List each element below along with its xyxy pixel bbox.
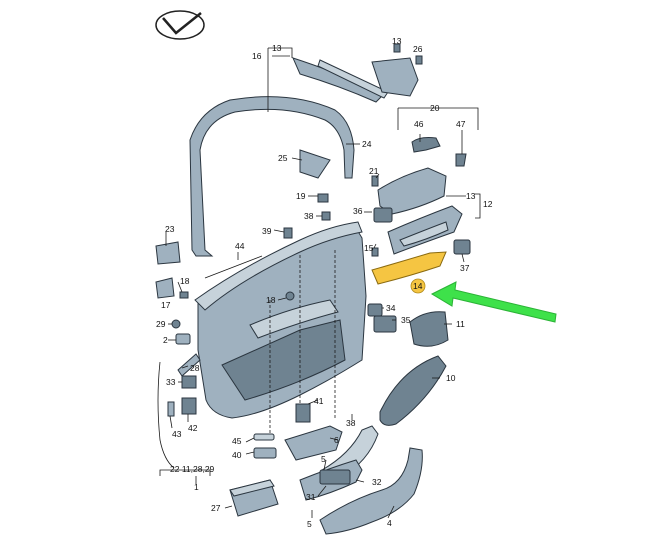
switch-bezel	[399, 221, 449, 247]
label-43: 43	[172, 429, 182, 439]
label-16: 16	[252, 51, 262, 61]
label-33: 33	[166, 377, 176, 387]
label-13-right: 13	[466, 191, 476, 201]
screw-26	[415, 55, 423, 65]
switch-33	[181, 375, 197, 389]
label-20: 20	[430, 103, 440, 113]
strip-43	[167, 401, 175, 417]
label-47: 47	[456, 119, 466, 129]
mirror-bracket	[371, 57, 419, 97]
screw-13-top	[393, 43, 401, 53]
label-36: 36	[353, 206, 363, 216]
label-5: 5	[321, 454, 326, 464]
screw-38	[321, 211, 331, 221]
label-38-lower: 38	[346, 418, 356, 428]
clip-45	[253, 433, 275, 441]
label-12: 12	[483, 199, 493, 209]
label-18-left: 18	[180, 276, 190, 286]
bracket-41	[295, 403, 311, 423]
label-22-group: 22 11,28,29	[170, 464, 215, 474]
clip-17	[155, 277, 175, 299]
label-6: 6	[334, 435, 339, 445]
screw-21	[371, 175, 379, 187]
handle-assembly	[377, 167, 447, 215]
switch-34	[367, 303, 383, 317]
label-26: 26	[413, 44, 423, 54]
label-10: 10	[446, 373, 456, 383]
pillar-trim	[189, 96, 355, 257]
highlight-badge-14	[410, 278, 426, 294]
label-24: 24	[362, 139, 372, 149]
seal-44	[204, 255, 263, 279]
label-23: 23	[165, 224, 175, 234]
label-42: 42	[188, 423, 198, 433]
screw-19	[317, 193, 329, 203]
label-21: 21	[369, 166, 379, 176]
switch-plate-cluster	[319, 469, 351, 485]
label-18-center: 18	[266, 295, 276, 305]
label-1: 1	[194, 482, 199, 492]
pointer-arrow	[430, 281, 557, 323]
speaker-grille-11	[409, 311, 449, 347]
label-27: 27	[211, 503, 221, 513]
label-4: 4	[387, 518, 392, 528]
label-28: 28	[190, 363, 200, 373]
label-13a: 13	[272, 43, 282, 53]
label-14: 14	[413, 281, 423, 291]
label-35: 35	[401, 315, 411, 325]
armrest-4	[319, 447, 423, 535]
label-39: 39	[262, 226, 272, 236]
label-2: 2	[163, 335, 168, 345]
speaker-grille-10	[379, 355, 447, 426]
clip-18	[179, 291, 189, 299]
door-panel-upper	[194, 221, 363, 311]
label-5-lower: 5	[307, 519, 312, 529]
window-trim-strip	[317, 59, 389, 99]
strip-28	[177, 353, 201, 377]
label-32: 32	[372, 477, 382, 487]
label-40: 40	[232, 450, 242, 460]
screw-18-center	[285, 291, 295, 301]
label-31: 31	[306, 492, 316, 502]
switch-35	[373, 315, 397, 333]
label-25: 25	[278, 153, 288, 163]
clip-47	[455, 153, 467, 167]
door-panel-inner	[221, 319, 346, 401]
armrest	[249, 299, 339, 339]
label-46: 46	[414, 119, 424, 129]
label-38: 38	[304, 211, 314, 221]
label-44: 44	[235, 241, 245, 251]
cap-23	[155, 241, 181, 265]
label-45: 45	[232, 436, 242, 446]
clip-2	[175, 333, 191, 345]
label-17: 17	[161, 300, 171, 310]
grab-handle-46	[411, 137, 441, 153]
label-41: 41	[314, 396, 324, 406]
label-19: 19	[296, 191, 306, 201]
pocket-41	[284, 425, 343, 461]
clip-29	[171, 319, 181, 329]
bracket-25	[299, 149, 331, 179]
label-15: 15	[364, 243, 374, 253]
weatherstrip-22	[157, 361, 175, 469]
label-11: 11	[456, 319, 465, 329]
label-34: 34	[386, 303, 396, 313]
label-29: 29	[156, 319, 166, 329]
window-trim-top	[292, 57, 383, 103]
bracket-39	[283, 227, 293, 239]
switch-37	[453, 239, 471, 255]
screw-15	[371, 247, 379, 257]
label-37: 37	[460, 263, 470, 273]
switch-42	[181, 397, 197, 415]
clip-40	[253, 447, 277, 459]
label-13-top: 13	[392, 36, 402, 46]
module-27-top	[229, 479, 275, 497]
logo-checkmark-icon	[155, 10, 205, 40]
leader-lines	[159, 47, 481, 519]
part-labels: 13 16 26 13 20 46 47 24 25 21 13 12 19 3…	[156, 36, 493, 529]
trim-strip-14	[371, 251, 447, 285]
switch-36	[373, 207, 393, 223]
